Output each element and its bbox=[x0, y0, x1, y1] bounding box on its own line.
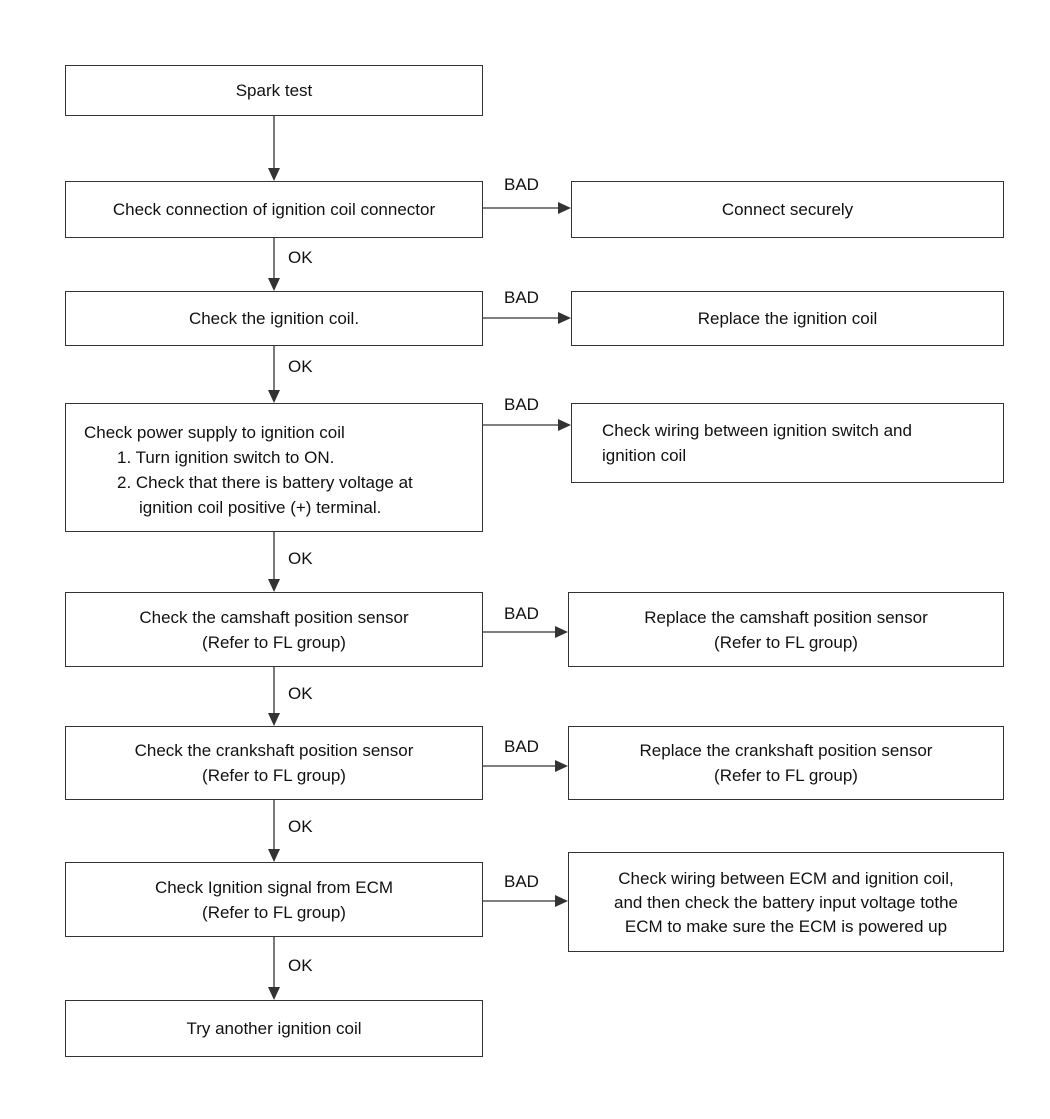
ok-label: OK bbox=[288, 248, 313, 267]
step-text: Check connection of ignition coil connec… bbox=[112, 200, 436, 219]
remedy-box-replace-camshaft: Replace the camshaft position sensor (Re… bbox=[568, 592, 1004, 667]
step-box-spark-test: Spark test bbox=[65, 65, 483, 116]
step-box-try-another-coil: Try another ignition coil bbox=[65, 1000, 483, 1057]
ok-label: OK bbox=[288, 549, 313, 568]
remedy-text: Replace the crankshaft position sensor bbox=[639, 741, 933, 760]
arrowhead bbox=[268, 390, 280, 403]
bad-label: BAD bbox=[504, 395, 539, 414]
bad-label: BAD bbox=[504, 175, 539, 194]
ok-label: OK bbox=[288, 817, 313, 836]
arrowhead bbox=[558, 202, 571, 214]
arrowhead bbox=[555, 626, 568, 638]
remedy-box-replace-crankshaft: Replace the crankshaft position sensor (… bbox=[568, 726, 1004, 800]
ok-label: OK bbox=[288, 684, 313, 703]
arrowhead bbox=[268, 168, 280, 181]
remedy-text: Check wiring between ignition switch and bbox=[602, 421, 912, 440]
remedy-box-check-wiring-switch: Check wiring between ignition switch and… bbox=[571, 403, 1004, 483]
remedy-box-replace-coil: Replace the ignition coil bbox=[571, 291, 1004, 346]
ok-label: OK bbox=[288, 956, 313, 975]
ok-label: OK bbox=[288, 357, 313, 376]
step-text: Spark test bbox=[235, 81, 313, 100]
step-box-check-ecm-signal: Check Ignition signal from ECM (Refer to… bbox=[65, 862, 483, 937]
arrowhead bbox=[268, 849, 280, 862]
bad-label: BAD bbox=[504, 872, 539, 891]
remedy-text: ECM to make sure the ECM is powered up bbox=[624, 916, 948, 936]
step-substep: 1. Turn ignition switch to ON. bbox=[117, 447, 335, 467]
step-reference: (Refer to FL group) bbox=[202, 766, 346, 785]
step-box-check-connector: Check connection of ignition coil connec… bbox=[65, 181, 483, 238]
arrowhead bbox=[268, 579, 280, 592]
remedy-reference: (Refer to FL group) bbox=[714, 632, 858, 652]
step-box-check-coil: Check the ignition coil. bbox=[65, 291, 483, 346]
arrowhead bbox=[268, 278, 280, 291]
remedy-text: Connect securely bbox=[721, 200, 854, 219]
step-text: Check the crankshaft position sensor bbox=[134, 741, 414, 760]
step-text: Check the ignition coil. bbox=[188, 309, 360, 328]
remedy-reference: (Refer to FL group) bbox=[714, 766, 858, 785]
arrowhead bbox=[268, 713, 280, 726]
step-substep-continued: ignition coil positive (+) terminal. bbox=[139, 497, 382, 517]
step-box-check-camshaft: Check the camshaft position sensor (Refe… bbox=[65, 592, 483, 667]
step-reference: (Refer to FL group) bbox=[202, 632, 346, 652]
step-reference: (Refer to FL group) bbox=[202, 902, 346, 922]
step-text: Try another ignition coil bbox=[186, 1019, 362, 1038]
step-text: Check Ignition signal from ECM bbox=[154, 877, 394, 897]
step-box-check-crankshaft: Check the crankshaft position sensor (Re… bbox=[65, 726, 483, 800]
bad-label: BAD bbox=[504, 604, 539, 623]
remedy-text: ignition coil bbox=[602, 446, 687, 465]
step-box-check-power: Check power supply to ignition coil 1. T… bbox=[65, 403, 483, 532]
arrowhead bbox=[558, 419, 571, 431]
remedy-text: Replace the camshaft position sensor bbox=[644, 607, 928, 627]
remedy-box-connect-securely: Connect securely bbox=[571, 181, 1004, 238]
arrowhead bbox=[555, 760, 568, 772]
bad-label: BAD bbox=[504, 737, 539, 756]
remedy-text: Replace the ignition coil bbox=[697, 309, 878, 328]
step-text: Check power supply to ignition coil bbox=[84, 422, 345, 442]
arrowhead bbox=[268, 987, 280, 1000]
bad-label: BAD bbox=[504, 288, 539, 307]
arrowhead bbox=[555, 895, 568, 907]
remedy-text: Check wiring between ECM and ignition co… bbox=[618, 868, 954, 888]
step-substep: 2. Check that there is battery voltage a… bbox=[117, 472, 413, 492]
remedy-text: and then check the battery input voltage… bbox=[613, 892, 959, 912]
arrowhead bbox=[558, 312, 571, 324]
step-text: Check the camshaft position sensor bbox=[139, 607, 409, 627]
remedy-box-check-wiring-ecm: Check wiring between ECM and ignition co… bbox=[568, 852, 1004, 952]
